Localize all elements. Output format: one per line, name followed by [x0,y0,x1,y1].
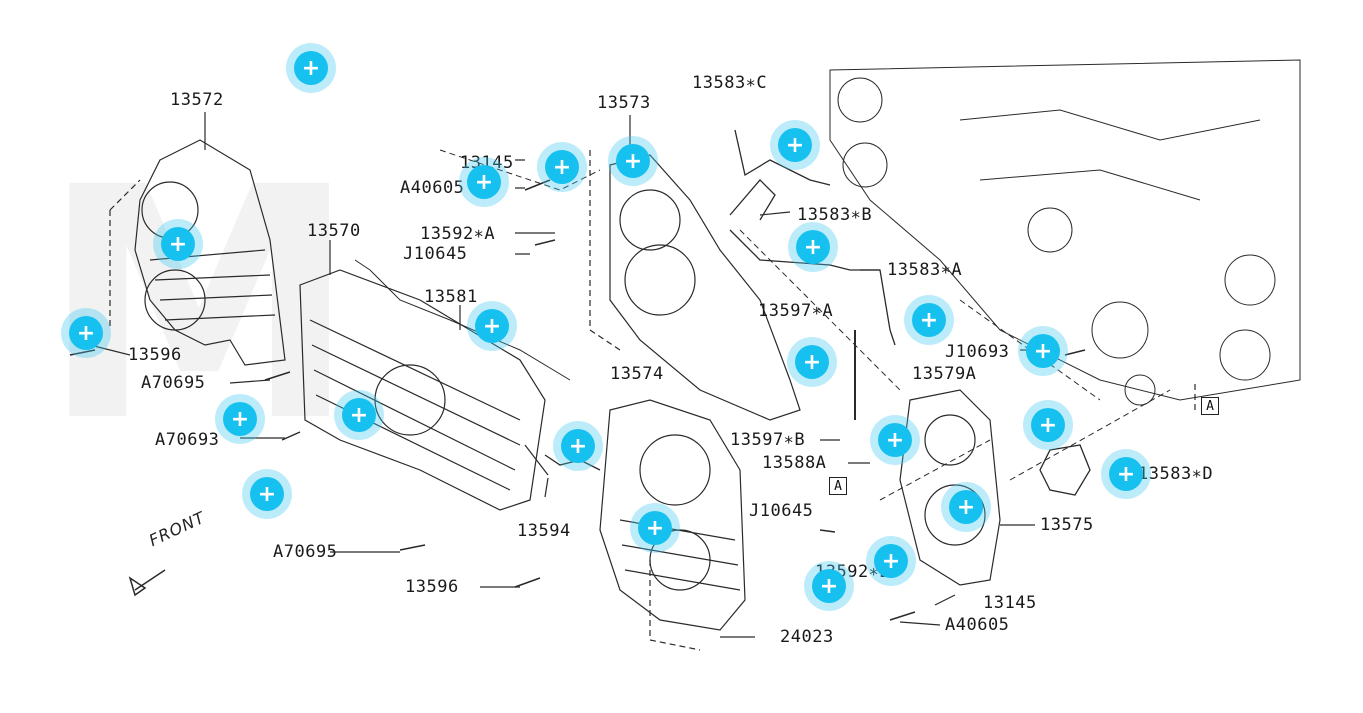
part-label-13574: 13574 [610,364,664,384]
part-label-13596-left: 13596 [128,345,182,365]
plus-icon: + [956,494,976,520]
hotspot-button[interactable]: + [788,222,838,272]
hotspot-button[interactable]: + [153,219,203,269]
plus-icon: + [168,231,188,257]
hotspot-button[interactable]: + [286,43,336,93]
part-label-13579A: 13579A [912,364,977,384]
part-label-13581: 13581 [424,287,478,307]
part-label-13596-bottom: 13596 [405,577,459,597]
part-label-13572: 13572 [170,90,224,110]
hotspot-button[interactable]: + [1101,449,1151,499]
belt-cover-inner [899,389,1001,586]
plus-icon: + [623,148,643,174]
hotspot-button[interactable]: + [1018,326,1068,376]
part-label-A40605-bottom: A40605 [945,615,1010,635]
part-label-13573: 13573 [597,93,651,113]
hotspot-button[interactable]: + [242,469,292,519]
plus-icon: + [881,548,901,574]
hotspot-button[interactable]: + [941,482,991,532]
part-label-13592A: 13592∗A [420,224,496,244]
part-label-A70693: A70693 [155,430,220,450]
part-label-13583B: 13583∗B [797,205,873,225]
hotspot-button[interactable]: + [904,295,954,345]
plus-icon: + [1038,412,1058,438]
part-label-A70695-bottom: A70695 [273,542,338,562]
hotspot-button[interactable]: + [334,390,384,440]
part-label-13588A: 13588A [762,453,827,473]
hotspot-button[interactable]: + [870,415,920,465]
part-label-A40605-top: A40605 [400,178,465,198]
plus-icon: + [1116,461,1136,487]
part-label-13575: 13575 [1040,515,1094,535]
plus-icon: + [1033,338,1053,364]
hotspot-button[interactable]: + [804,561,854,611]
hotspot-button[interactable]: + [467,301,517,351]
part-label-13583C: 13583∗C [692,73,768,93]
part-label-13583D: 13583∗D [1138,464,1214,484]
hotspot-button[interactable]: + [770,120,820,170]
hotspot-button[interactable]: + [215,394,265,444]
part-label-13583A: 13583∗A [887,260,963,280]
plus-icon: + [474,169,494,195]
part-label-13145-bottom: 13145 [983,593,1037,613]
plus-icon: + [785,132,805,158]
plus-icon: + [885,427,905,453]
hotspot-button[interactable]: + [787,337,837,387]
belt-cover-center [299,269,546,511]
hotspot-button[interactable]: + [866,536,916,586]
hotspot-button[interactable]: + [1023,400,1073,450]
part-label-13597B: 13597∗B [730,430,806,450]
plus-icon: + [802,349,822,375]
part-label-13597A: 13597∗A [758,301,834,321]
part-label-A70695-top: A70695 [141,373,206,393]
plus-icon: + [76,320,96,346]
part-label-J10645-bottom: J10645 [749,501,814,521]
part-label-24023: 24023 [780,627,834,647]
plus-icon: + [482,313,502,339]
part-label-13570: 13570 [307,221,361,241]
hotspot-button[interactable]: + [537,142,587,192]
plus-icon: + [301,55,321,81]
plus-icon: + [257,481,277,507]
plus-icon: + [230,406,250,432]
plus-icon: + [919,307,939,333]
hotspot-button[interactable]: + [630,503,680,553]
part-label-J10645-top: J10645 [403,244,468,264]
bolts [69,179,1086,621]
belt-cover-back [609,154,801,421]
hotspot-button[interactable]: + [459,157,509,207]
hotspot-button[interactable]: + [608,136,658,186]
plus-icon: + [568,433,588,459]
plus-icon: + [645,515,665,541]
hotspot-button[interactable]: + [61,308,111,358]
plus-icon: + [552,154,572,180]
reference-marker-a: A [1201,397,1219,415]
part-label-J10693: J10693 [945,342,1010,362]
hotspot-button[interactable]: + [553,421,603,471]
part-label-13594: 13594 [517,521,571,541]
plus-icon: + [819,573,839,599]
plus-icon: + [803,234,823,260]
plus-icon: + [349,402,369,428]
reference-marker-a: A [829,477,847,495]
